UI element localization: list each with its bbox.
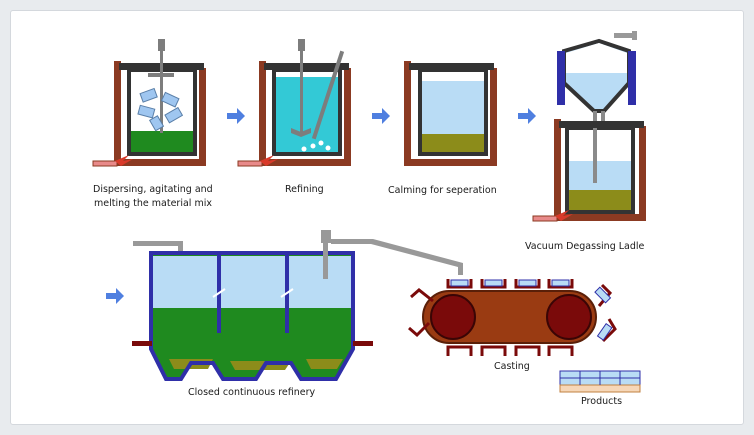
degassed-liquid: [569, 161, 631, 190]
burner: [92, 160, 118, 167]
molds-bottom: [446, 345, 574, 356]
flange: [353, 341, 373, 346]
label-closed-refinery: Closed continuous refinery: [188, 387, 316, 398]
stage-refining: [237, 39, 351, 167]
pump-icon: [321, 230, 331, 243]
agitator-shaft: [160, 51, 163, 133]
agitator-icon: [298, 39, 305, 51]
baffle-gap: [212, 288, 226, 298]
flame-icon: [115, 155, 133, 166]
cast-slab: [518, 279, 537, 287]
cast-slab: [484, 279, 503, 287]
label-dispersing-2: melting the material mix: [94, 198, 212, 209]
stage-calming: [404, 61, 497, 166]
furnace-lid: [409, 63, 494, 70]
cast-slab: [594, 286, 612, 304]
material-flake: [139, 87, 158, 103]
label-calming: Calming for seperation: [388, 185, 497, 196]
stage-vacuum-degassing: [532, 31, 646, 222]
diagram-frame: Dispersing, agitating and melting the ma…: [10, 10, 744, 425]
drum: [546, 294, 592, 340]
sediment: [306, 359, 343, 369]
stage-dispersing: [92, 39, 206, 167]
label-products: Products: [581, 396, 623, 407]
baffle-gap: [280, 288, 294, 298]
clear-liquid: [422, 81, 484, 134]
material-flake: [164, 106, 184, 124]
flange: [132, 341, 152, 346]
arrow-right-icon: [372, 108, 390, 124]
material-flake: [160, 91, 180, 108]
snorkel-pipe: [593, 128, 597, 183]
casting-conveyor: [408, 279, 617, 356]
bubble: [325, 145, 331, 151]
drum: [430, 294, 476, 340]
furnace-lid: [264, 63, 349, 70]
process-diagram: [92, 31, 646, 393]
chamber-flange: [557, 51, 565, 105]
agitator-shaft: [300, 51, 303, 133]
agitator-icon: [158, 39, 165, 51]
ladle-lid: [559, 121, 644, 128]
pipe-icon: [133, 241, 183, 246]
burner: [532, 215, 558, 222]
agitator-blade: [148, 73, 174, 77]
refining-liquid: [276, 77, 338, 152]
cast-slab: [551, 279, 570, 287]
burner: [237, 160, 263, 167]
molds-side: [408, 283, 617, 343]
material-flake: [148, 115, 165, 132]
flame-icon: [555, 210, 573, 221]
label-dispersing-1: Dispersing, agitating and: [93, 184, 213, 195]
vacuum-space: [566, 43, 627, 73]
sediment: [422, 134, 484, 152]
bubble: [301, 146, 307, 152]
arrow-right-icon: [227, 108, 245, 124]
agitator-blade: [291, 128, 311, 137]
chamber-flange: [628, 51, 636, 105]
cast-slab: [450, 279, 469, 287]
arrow-right-icon: [106, 288, 124, 304]
refinery-clear-zone: [153, 256, 351, 308]
melt-liquid: [131, 131, 193, 152]
bubble: [310, 143, 316, 149]
pipe-icon: [331, 239, 463, 275]
cast-slab: [596, 323, 613, 341]
vacuum-pipe: [614, 33, 636, 38]
vacuum-pipe: [632, 31, 637, 40]
arrow-right-icon: [518, 108, 536, 124]
sediment: [569, 190, 631, 210]
flame-icon: [260, 155, 278, 166]
closed-refinery: [132, 230, 463, 381]
products-stack: [559, 370, 641, 393]
label-vacuum: Vacuum Degassing Ladle: [525, 241, 645, 252]
bubble: [318, 140, 324, 146]
label-casting: Casting: [494, 361, 530, 372]
molds-top: [446, 279, 574, 289]
pipe-icon: [323, 243, 328, 279]
material-flake: [137, 104, 156, 119]
refinery-outline: [149, 251, 355, 381]
gas-lance: [311, 50, 345, 140]
product-base: [559, 384, 641, 393]
label-refining: Refining: [285, 184, 324, 195]
